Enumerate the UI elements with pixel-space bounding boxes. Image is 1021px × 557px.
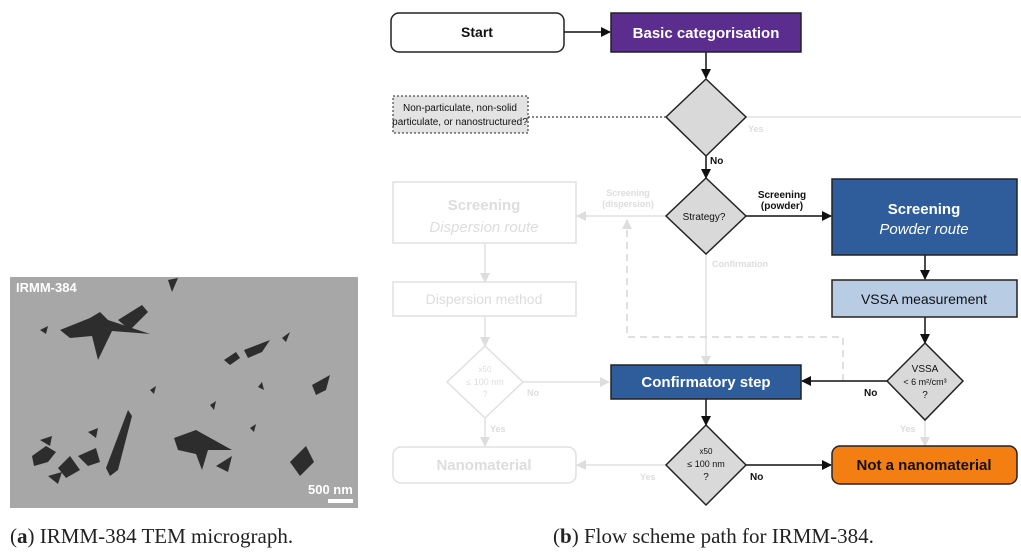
- dispersion-method-box: Dispersion method: [392, 281, 577, 317]
- x50-bottom-2: ≤ 100 nm: [687, 459, 724, 469]
- caption-b: (b) Flow scheme path for IRMM-384.: [553, 524, 874, 548]
- screening-dispersion-label-1: Screening: [606, 188, 650, 198]
- vssa-decision-diamond: [885, 341, 965, 422]
- not-nanomaterial-box: Not a nanomaterial: [831, 445, 1018, 485]
- strategy-decision-diamond: [664, 176, 748, 256]
- no-vssa-label: No: [864, 388, 877, 399]
- active-paths: [564, 27, 930, 470]
- basic-categorisation-label: Basic categorisation: [633, 25, 780, 42]
- note-line-2: particulate, or nanostructured?: [392, 117, 528, 128]
- caption-a-text: IRMM-384 TEM micrograph.: [39, 524, 294, 548]
- x50-decision-diamond: [664, 423, 748, 507]
- note-box: Non-particulate, non-solid particulate, …: [392, 95, 529, 134]
- vssa-diamond-2: < 6 m²/cm³: [903, 377, 946, 387]
- screening-powder-label-2: (powder): [761, 201, 803, 212]
- scale-bar-label: 500 nm: [308, 482, 353, 497]
- screening-powder-box: Screening Powder route: [831, 178, 1018, 256]
- faded-paths: [480, 116, 1021, 470]
- x50-left-1: x50: [479, 365, 492, 374]
- no-bottom-label: No: [750, 472, 763, 483]
- nanomaterial-box: Nanomaterial: [392, 446, 577, 484]
- x50-bottom-1: x50: [700, 447, 713, 456]
- yes-top-label: Yes: [748, 124, 764, 134]
- no-top-label: No: [710, 156, 723, 167]
- dashed-feedback-path: [622, 219, 844, 381]
- yes-bottom-label: Yes: [640, 472, 656, 482]
- x50-left-3: ?: [482, 389, 487, 399]
- confirmatory-step-box: Confirmatory step: [610, 364, 802, 400]
- vssa-diamond-1: VSSA: [912, 364, 939, 375]
- tem-micrograph: IRMM-384 500 nm: [10, 277, 358, 508]
- x50-left-2: ≤ 100 nm: [466, 377, 503, 387]
- x50-bottom-3: ?: [703, 472, 709, 483]
- screening-powder-label-1: Screening: [758, 190, 806, 201]
- basic-categorisation-box: Basic categorisation: [610, 12, 802, 53]
- yes-left-label: Yes: [490, 424, 506, 434]
- x50-faded-diamond: [445, 344, 525, 420]
- start-box: Start: [390, 12, 565, 53]
- start-label: Start: [461, 24, 493, 40]
- no-left-label: No: [527, 388, 539, 398]
- caption-a-letter: a: [17, 524, 28, 548]
- note-line-1: Non-particulate, non-solid: [403, 103, 517, 114]
- caption-b-text: Flow scheme path for IRMM-384.: [583, 524, 874, 548]
- scale-bar: [328, 499, 353, 503]
- powder-route-title: Screening: [888, 201, 961, 218]
- strategy-label: Strategy?: [683, 212, 726, 223]
- screening-dispersion-box: Screening Dispersion route: [392, 181, 577, 244]
- yes-vssa-label: Yes: [900, 424, 916, 434]
- particles: [32, 278, 330, 484]
- screening-dispersion-label-2: (dispersion): [602, 199, 654, 209]
- dispersion-route-sub: Dispersion route: [429, 219, 538, 236]
- confirmation-label: Confirmation: [712, 259, 768, 269]
- caption-a: (a) IRMM-384 TEM micrograph.: [10, 524, 294, 548]
- dispersion-route-title: Screening: [448, 197, 521, 214]
- micrograph-label: IRMM-384: [16, 280, 77, 295]
- vssa-measurement-box: VSSA measurement: [831, 279, 1018, 318]
- particulate-decision-diamond: [664, 77, 748, 158]
- nanomaterial-label: Nanomaterial: [436, 457, 531, 474]
- dispersion-method-label: Dispersion method: [426, 291, 543, 307]
- vssa-diamond-3: ?: [922, 390, 928, 401]
- powder-route-sub: Powder route: [879, 221, 968, 238]
- not-nanomaterial-label: Not a nanomaterial: [856, 457, 991, 474]
- caption-b-letter: b: [560, 524, 572, 548]
- confirmatory-step-label: Confirmatory step: [641, 374, 770, 391]
- vssa-measurement-label: VSSA measurement: [861, 291, 987, 307]
